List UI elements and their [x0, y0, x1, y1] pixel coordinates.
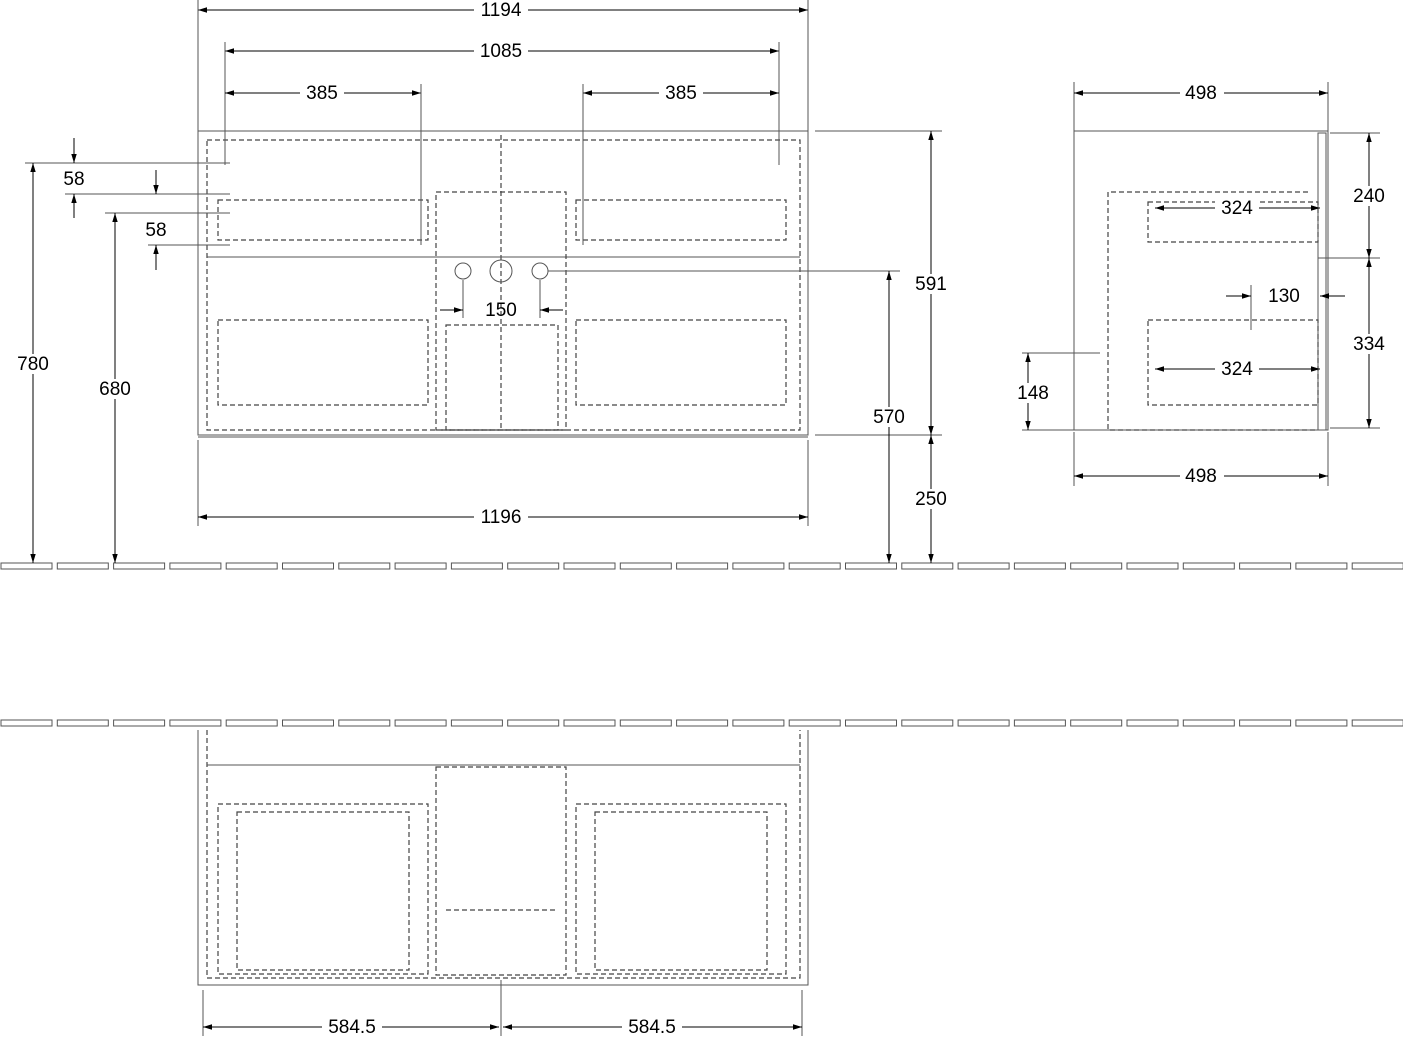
dim-498-bottom: 498	[1185, 466, 1217, 487]
floor-slab	[338, 562, 391, 570]
floor-lines	[0, 562, 1403, 727]
floor-slab	[450, 719, 503, 727]
floor-slab	[338, 719, 391, 727]
dim-1196: 1196	[481, 507, 522, 528]
floor-slab	[394, 562, 447, 570]
floor-slab	[1070, 719, 1123, 727]
dim-385-left: 385	[306, 83, 338, 104]
floor-slab	[394, 719, 447, 727]
dim-148: 148	[1017, 383, 1049, 404]
dim-250: 250	[915, 489, 947, 510]
dim-58-second: 58	[145, 220, 166, 241]
dim-1085: 1085	[480, 41, 522, 62]
dim-58-top: 58	[63, 169, 84, 190]
floor-slab	[1295, 719, 1348, 727]
floor-slab	[1351, 562, 1403, 570]
floor-slab	[113, 562, 166, 570]
dim-334: 334	[1353, 334, 1385, 355]
floor-slab	[0, 562, 53, 570]
floor-slab	[225, 719, 278, 727]
plan-view: 584.5 584.5	[197, 730, 809, 1038]
floor-slab	[957, 562, 1010, 570]
dim-324-upper: 324	[1221, 198, 1253, 219]
dim-1194: 1194	[481, 0, 522, 21]
floor-slab	[732, 719, 785, 727]
dim-584-5-left: 584.5	[328, 1017, 376, 1038]
floor-slab	[1013, 719, 1066, 727]
floor-slab	[507, 562, 560, 570]
floor-slab	[901, 562, 954, 570]
floor-slab	[56, 719, 109, 727]
floor-slab	[225, 562, 278, 570]
floor-slab	[901, 719, 954, 727]
dim-498-top: 498	[1185, 83, 1217, 104]
floor-slab	[507, 719, 560, 727]
dim-385-right: 385	[665, 83, 697, 104]
dim-240: 240	[1353, 186, 1385, 207]
floor-slab	[676, 562, 729, 570]
floor-slab	[1013, 562, 1066, 570]
floor-slab	[282, 719, 334, 727]
front-view: 1194 1085 385 385 58 58 780 680 591	[12, 0, 952, 563]
floor-slab	[676, 719, 729, 727]
floor-slab	[732, 562, 785, 570]
floor-slab	[169, 562, 222, 570]
floor-slab	[1070, 562, 1123, 570]
floor-slab	[563, 562, 616, 570]
floor-slab	[1239, 719, 1292, 727]
floor-slab	[169, 719, 222, 727]
floor-slab	[1295, 562, 1348, 570]
floor-slab	[1182, 562, 1235, 570]
floor-slab	[788, 562, 841, 570]
floor-slab	[282, 562, 334, 570]
floor-slab	[0, 719, 53, 727]
floor-slab	[845, 719, 897, 727]
floor-slab	[619, 562, 672, 570]
floor-slab	[450, 562, 503, 570]
dim-780: 780	[17, 354, 49, 375]
floor-slab	[1351, 719, 1403, 727]
floor-slab	[1182, 719, 1235, 727]
dim-130: 130	[1268, 286, 1300, 307]
floor-slab	[1126, 719, 1179, 727]
side-view: 498 240 334 324 130 324 148 498	[1012, 82, 1390, 487]
floor-slab	[113, 719, 166, 727]
dim-150: 150	[485, 300, 517, 321]
floor-slab	[56, 562, 109, 570]
floor-slab	[845, 562, 897, 570]
dim-591: 591	[915, 274, 947, 295]
floor-slab	[563, 719, 616, 727]
floor-slab	[1239, 562, 1292, 570]
floor-slab	[619, 719, 672, 727]
dim-324-lower: 324	[1221, 359, 1253, 380]
dim-570: 570	[873, 407, 905, 428]
floor-slab	[957, 719, 1010, 727]
dim-680: 680	[99, 379, 131, 400]
floor-slab	[1126, 562, 1179, 570]
dim-584-5-right: 584.5	[628, 1017, 676, 1038]
floor-slab	[788, 719, 841, 727]
tap-hole-icons	[454, 259, 549, 283]
